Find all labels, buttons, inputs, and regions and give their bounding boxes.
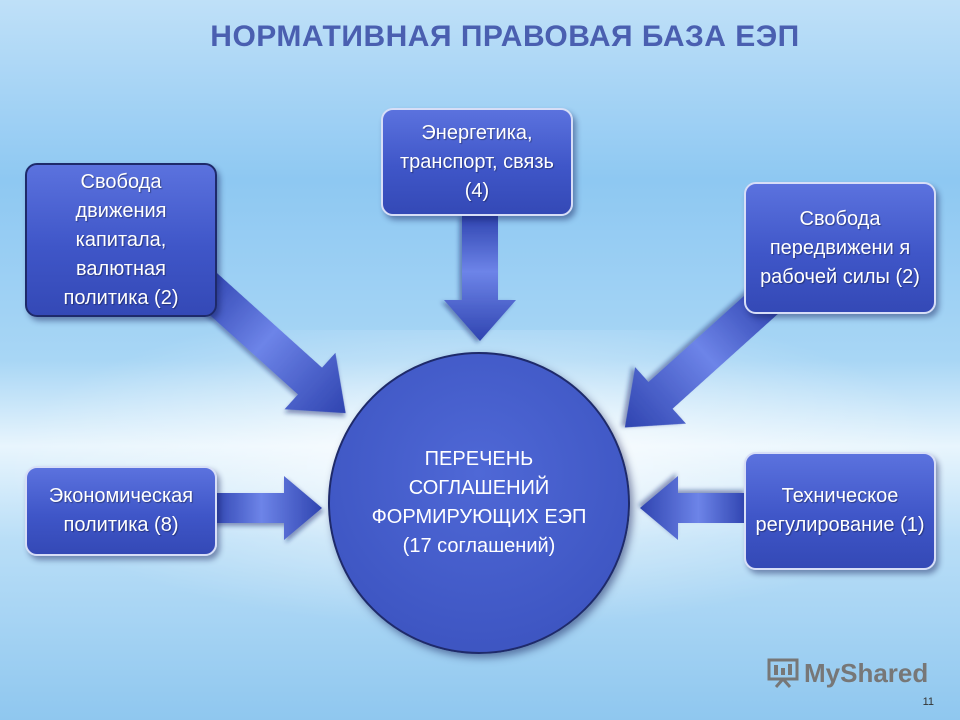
node-economic: Экономическая политика (8): [25, 466, 217, 556]
node-energy: Энергетика, транспорт, связь (4): [381, 108, 573, 216]
arrow-economic-to-center: [212, 476, 322, 540]
node-technical: Техническое регулирование (1): [744, 452, 936, 570]
node-capital: Свобода движения капитала, валютная поли…: [25, 163, 217, 317]
arrow-labor-to-center: [624, 281, 785, 428]
arrow-energy-to-center: [444, 215, 516, 341]
page-title: НОРМАТИВНАЯ ПРАВОВАЯ БАЗА ЕЭП: [210, 20, 800, 53]
presentation-board-icon: [767, 658, 799, 688]
arrow-capital-to-center: [187, 268, 346, 414]
logo-text: MyShared: [804, 657, 929, 688]
center-node: ПЕРЕЧЕНЬ СОГЛАШЕНИЙ ФОРМИРУЮЩИХ ЕЭП (17 …: [328, 352, 630, 654]
page-number: 11: [922, 696, 934, 708]
arrow-technical-to-center: [640, 476, 746, 540]
node-labor: Свобода передвижени я рабочей силы (2): [744, 182, 936, 314]
watermark-logo: MyShared: [766, 656, 928, 690]
